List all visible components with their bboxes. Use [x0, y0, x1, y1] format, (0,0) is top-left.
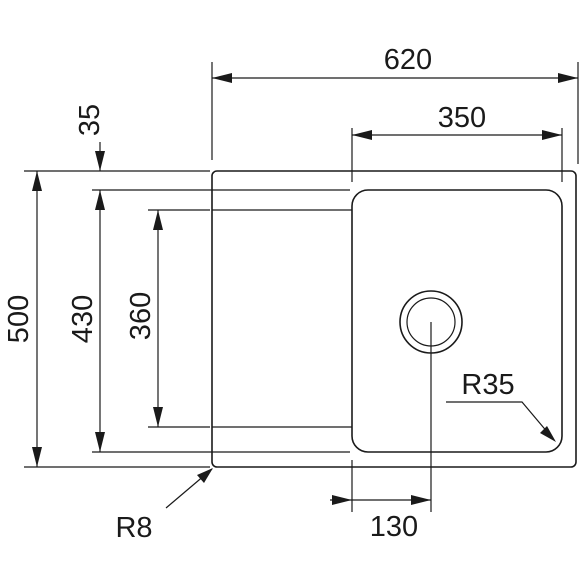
extension-lines	[24, 62, 579, 512]
drainer-board-outline	[212, 209, 352, 428]
arrow-bowl-width-left	[352, 130, 372, 140]
label-overall-width: 620	[384, 44, 432, 76]
bowl-outline	[351, 189, 563, 453]
label-top-offset: 35	[74, 104, 106, 136]
arrow-overall-depth-top	[32, 171, 42, 191]
leader-bowl-radius	[446, 401, 555, 441]
label-outer-radius: R8	[115, 512, 152, 544]
arrow-drain-offset-right	[411, 495, 431, 505]
arrow-drain-offset-left	[332, 495, 352, 505]
arrow-top-offset	[95, 151, 105, 171]
arrow-overall-width-left	[212, 73, 232, 83]
arrow-drainer-depth-bottom	[153, 407, 163, 427]
label-bowl-width: 350	[438, 102, 486, 134]
arrow-bowl-radius	[540, 426, 556, 442]
label-overall-depth: 500	[3, 295, 35, 343]
arrow-outer-radius	[197, 468, 213, 483]
label-bowl-radius: R35	[461, 369, 514, 401]
arrow-inner-depth-top	[95, 190, 105, 210]
arrow-overall-depth-bottom	[32, 447, 42, 467]
sink-outer-outline	[211, 170, 577, 468]
arrow-overall-width-right	[558, 73, 578, 83]
label-drain-offset: 130	[370, 511, 418, 543]
label-drainer-depth: 360	[125, 292, 157, 340]
arrow-drainer-depth-top	[153, 210, 163, 230]
arrow-bowl-width-right	[542, 130, 562, 140]
arrow-inner-depth-bottom	[95, 432, 105, 452]
label-inner-depth: 430	[67, 295, 99, 343]
